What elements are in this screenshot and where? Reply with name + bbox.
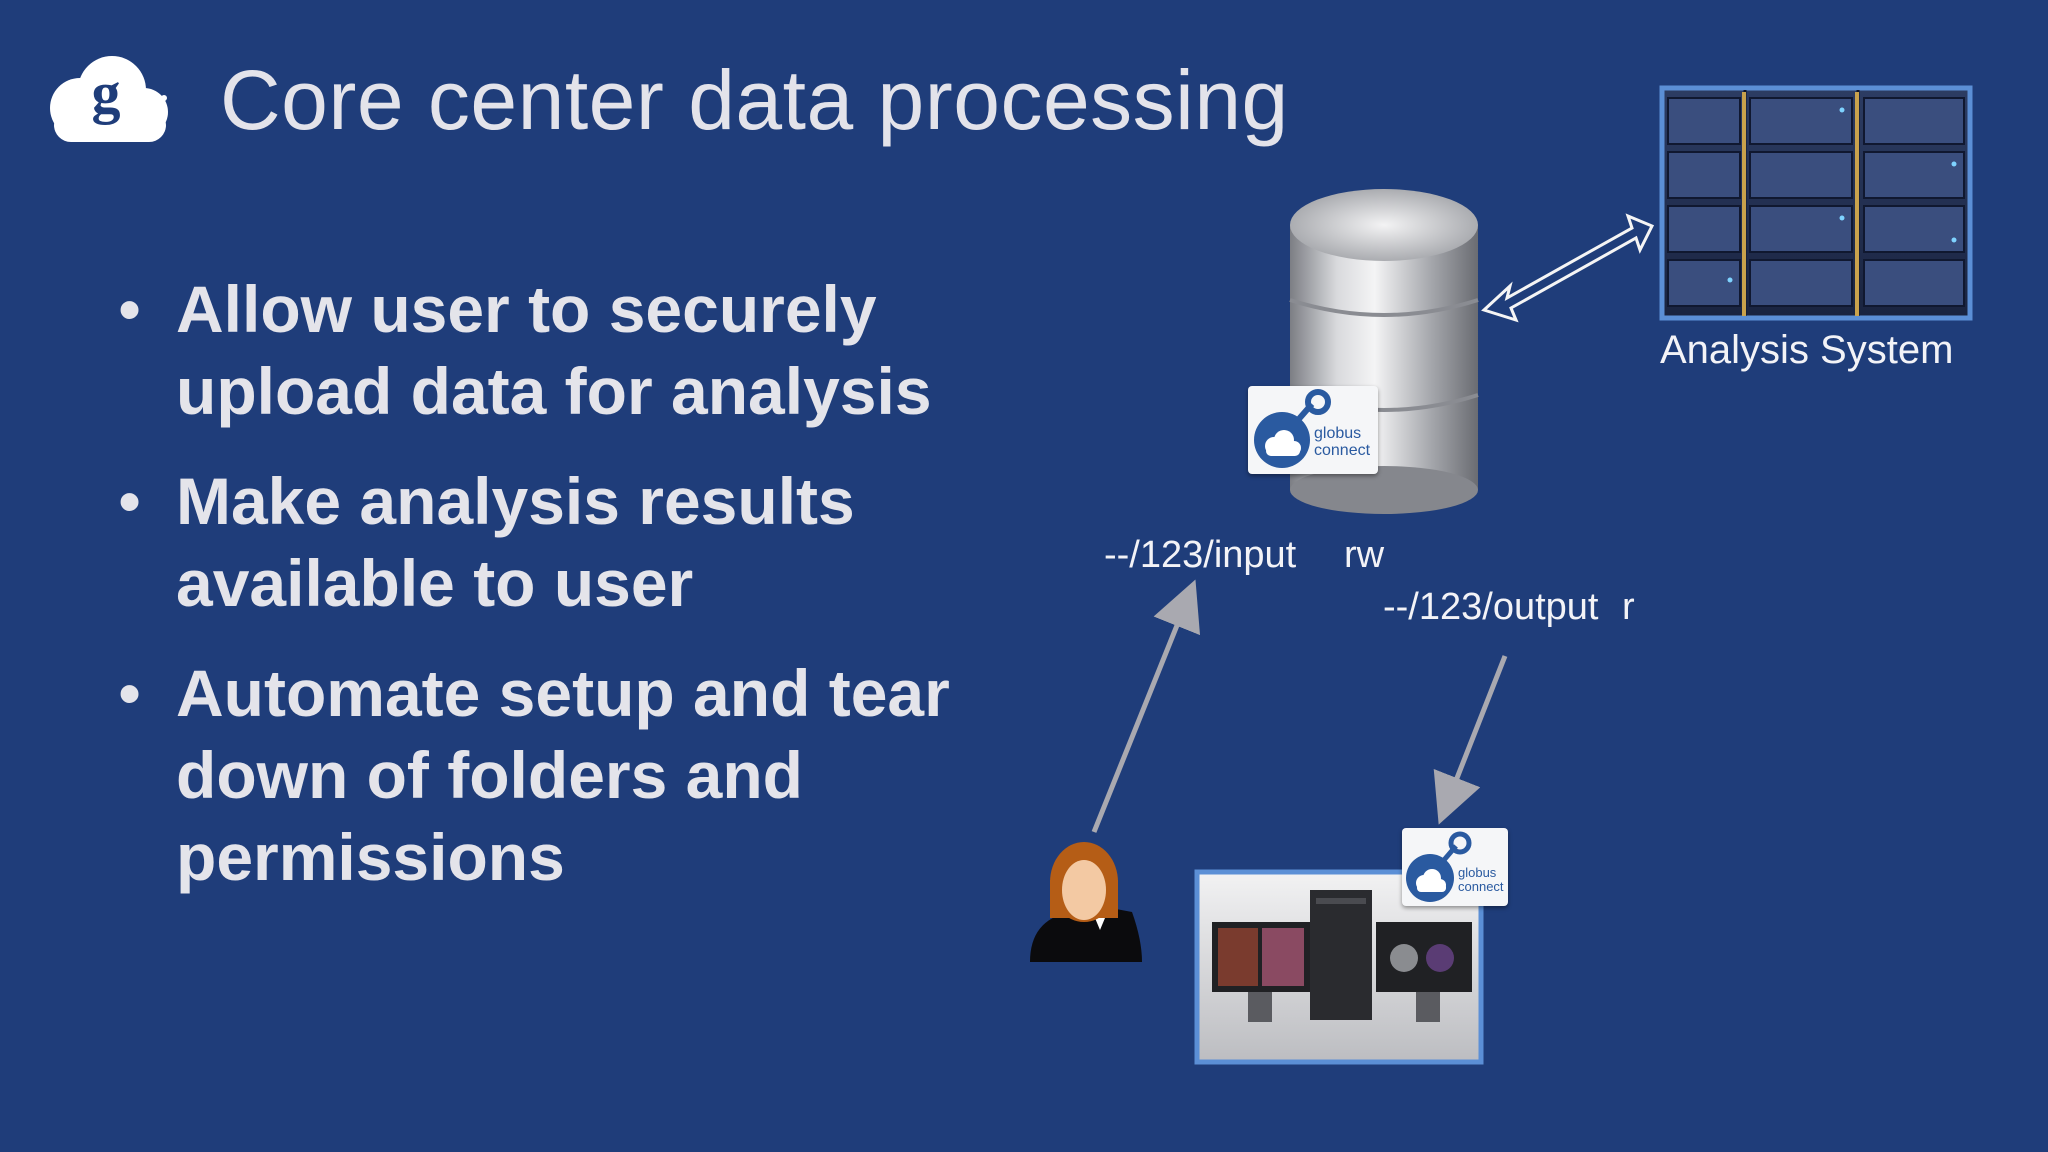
globus-connect-icon [1406, 831, 1472, 902]
bullet-item: •Automate setup and tear down of folders… [118, 656, 950, 894]
bullet-list: •Allow user to securely upload data for … [112, 268, 1012, 926]
svg-text:g: g [92, 60, 121, 125]
input-folder-path: --/123/input [1104, 534, 1297, 576]
user-woman-icon [1030, 842, 1142, 962]
output-folder-permission: r [1622, 586, 1635, 628]
slide-title: Core center data processing [220, 53, 1289, 147]
server-rack-icon [1659, 85, 1973, 321]
badge-text-globus: globus [1314, 425, 1362, 442]
globus-connect-badge-db: globus connect [1248, 386, 1378, 474]
badge-text-connect: connect [1314, 441, 1371, 459]
bullet-item: •Allow user to securely upload data for … [118, 272, 932, 428]
bullet-item: •Make analysis results available to user [118, 464, 855, 620]
badge-text-globus: globus [1458, 865, 1497, 880]
analysis-system-caption: Analysis System [1660, 328, 1954, 372]
input-folder-permission: rw [1344, 534, 1385, 576]
globus-logo-icon: g [50, 56, 168, 142]
globus-connect-badge-workstation: globus connect [1402, 828, 1508, 906]
globus-connect-icon [1254, 389, 1331, 468]
badge-text-connect: connect [1458, 878, 1504, 894]
output-folder-path: --/123/output [1383, 586, 1599, 628]
bidirectional-arrow-icon [1481, 213, 1655, 323]
download-arrow [1433, 655, 1508, 825]
upload-arrow [1091, 579, 1201, 833]
